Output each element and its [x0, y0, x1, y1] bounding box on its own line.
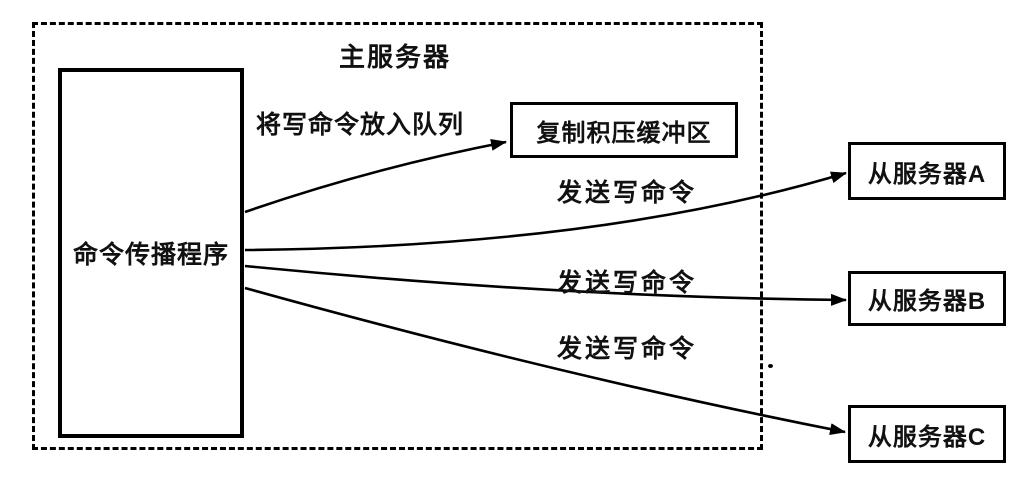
- edge-to-slave-b: [244, 264, 847, 306]
- node-command-propagator: 命令传播程序: [58, 68, 244, 438]
- master-server-title: 主服务器: [339, 42, 452, 72]
- node-slave-server-a: 从服务器A: [848, 142, 1006, 200]
- node-slave-server-b-label: 从服务器B: [867, 288, 987, 315]
- scan-artifact-dot: [768, 364, 773, 368]
- edge-label-send-write-commands-a: 发送写命令: [557, 179, 698, 207]
- edge-label-send-write-commands-b: 发送写命令: [557, 269, 698, 297]
- node-backlog-buffer-label: 复制积压缓冲区: [536, 119, 712, 147]
- edge-to-slave-a: [244, 171, 847, 252]
- node-slave-server-a-label: 从服务器A: [867, 160, 987, 188]
- node-backlog-buffer: 复制积压缓冲区: [510, 102, 738, 158]
- node-slave-server-c-label: 从服务器C: [867, 423, 987, 451]
- edge-label-enqueue-write-commands: 将写命令放入队列: [256, 111, 465, 139]
- node-slave-server-c: 从服务器C: [848, 405, 1006, 463]
- node-command-propagator-label: 命令传播程序: [72, 241, 229, 269]
- edge-label-send-write-commands-c: 发送写命令: [557, 335, 698, 363]
- edge-to-backlog-buffer: [244, 138, 507, 214]
- node-slave-server-b: 从服务器B: [848, 271, 1006, 326]
- master-server-boundary: [32, 22, 763, 450]
- edge-to-slave-c: [244, 286, 846, 435]
